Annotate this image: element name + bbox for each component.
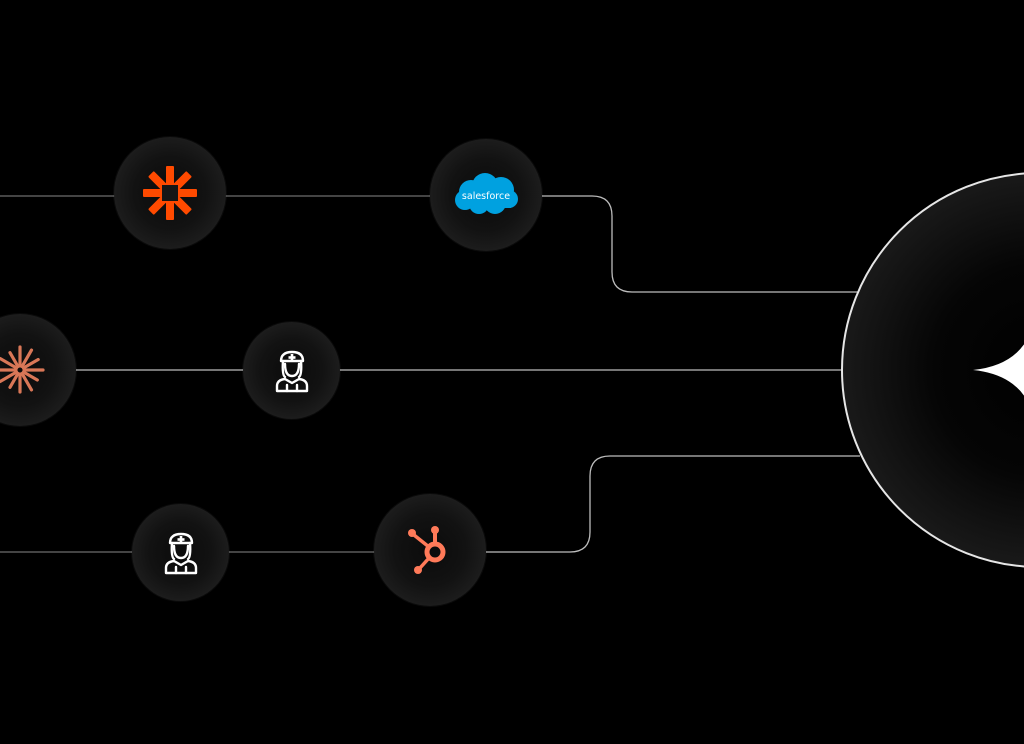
four-point-star-icon	[973, 338, 1024, 407]
connector-hubspot-hub	[486, 455, 860, 553]
nurse-node-middle[interactable]	[243, 322, 340, 419]
hubspot-sprocket-icon	[402, 522, 458, 578]
hubspot-node[interactable]	[374, 494, 486, 606]
zapier-node[interactable]	[114, 137, 226, 249]
nurse-node-bottom[interactable]	[132, 504, 229, 601]
claude-starburst-icon	[0, 343, 47, 397]
salesforce-logo-text: salesforce	[462, 191, 510, 202]
salesforce-cloud-icon: salesforce	[451, 170, 521, 220]
salesforce-node[interactable]: salesforce	[430, 139, 542, 251]
nurse-icon	[161, 531, 201, 575]
connector-salesforce-hub	[542, 195, 860, 293]
nurse-icon	[272, 349, 312, 393]
zapier-asterisk-icon	[141, 164, 199, 222]
